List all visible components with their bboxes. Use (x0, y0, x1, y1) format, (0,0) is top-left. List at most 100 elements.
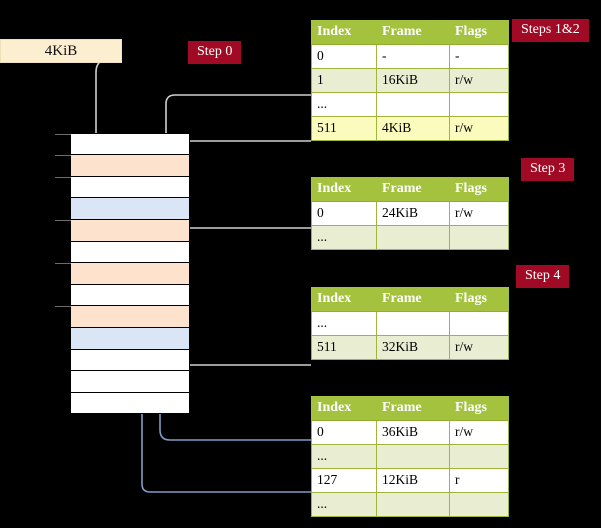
column-header-frame: Frame (376, 287, 450, 312)
memory-tick (55, 134, 71, 135)
cell-index: ... (311, 311, 377, 336)
cell-index: 0 (311, 420, 377, 445)
cell-index: ... (311, 492, 377, 517)
table-row: ... (311, 492, 509, 517)
table-header-row: Index Frame Flags (311, 177, 509, 202)
cell-flags: - (449, 44, 509, 69)
memory-row (71, 155, 189, 177)
table-row: 511 4KiB r/w (311, 116, 509, 141)
table-row: ... (311, 225, 509, 250)
memory-tick (55, 263, 71, 264)
table-row: 0 - - (311, 44, 509, 69)
column-header-frame: Frame (376, 20, 450, 45)
badge-step-0: Step 0 (188, 41, 242, 64)
cell-frame (376, 225, 450, 250)
wire-l2-511-to-memory (172, 314, 311, 366)
page-table-level4: Index Frame Flags 0 - - 1 16KiB r/w ... (311, 20, 509, 141)
memory-tick (55, 155, 71, 156)
cell-flags: r/w (449, 116, 509, 141)
cell-flags: r/w (449, 68, 509, 93)
column-header-frame: Frame (376, 396, 450, 421)
cell-flags: r (449, 468, 509, 493)
cell-flags (449, 92, 509, 117)
column-header-index: Index (311, 396, 377, 421)
cell-index: 1 (311, 68, 377, 93)
column-header-flags: Flags (449, 177, 509, 202)
cell-index: ... (311, 225, 377, 250)
table-row: 511 32KiB r/w (311, 335, 509, 360)
cell-frame: 32KiB (376, 335, 450, 360)
cell-frame: 24KiB (376, 201, 450, 226)
page-table-level3: Index Frame Flags 0 24KiB r/w ... (311, 177, 509, 250)
physical-memory-strip (55, 133, 190, 414)
memory-row (71, 134, 189, 155)
cell-frame (376, 92, 450, 117)
cell-frame: 36KiB (376, 420, 450, 445)
badge-step-0-label: Step 0 (197, 44, 233, 59)
memory-row (71, 306, 189, 328)
wire-l3-0-to-memory (179, 227, 311, 256)
memory-row (71, 350, 189, 371)
cell-index: 0 (311, 44, 377, 69)
table-row: 0 36KiB r/w (311, 420, 509, 445)
cell-frame (376, 444, 450, 469)
cell-flags (449, 492, 509, 517)
table-row: 1 16KiB r/w (311, 68, 509, 93)
table-header-row: Index Frame Flags (311, 396, 509, 421)
column-header-index: Index (311, 287, 377, 312)
cell-flags: r/w (449, 201, 509, 226)
column-header-flags: Flags (449, 287, 509, 312)
column-header-frame: Frame (376, 177, 450, 202)
cell-frame: - (376, 44, 450, 69)
table-row: 127 12KiB r (311, 468, 509, 493)
cell-frame: 16KiB (376, 68, 450, 93)
table-row: ... (311, 311, 509, 336)
cell-index: ... (311, 92, 377, 117)
table-header-row: Index Frame Flags (311, 20, 509, 45)
cell-index: 0 (311, 201, 377, 226)
badge-steps-1-2-label: Steps 1&2 (521, 22, 580, 37)
cell-flags (449, 225, 509, 250)
memory-row (71, 263, 189, 285)
page-size-label: 4KiB (0, 39, 122, 63)
memory-row (71, 220, 189, 242)
cell-index: 127 (311, 468, 377, 493)
badge-step-3: Step 3 (521, 158, 575, 181)
badge-step-4-label: Step 4 (525, 268, 561, 283)
badge-steps-1-2: Steps 1&2 (512, 19, 589, 42)
memory-row (71, 198, 189, 220)
page-table-level1: Index Frame Flags 0 36KiB r/w ... 127 12… (311, 396, 509, 517)
cell-index: ... (311, 444, 377, 469)
memory-tick (55, 306, 71, 307)
memory-row (71, 177, 189, 198)
column-header-index: Index (311, 177, 377, 202)
cell-flags (449, 311, 509, 336)
cell-frame: 4KiB (376, 116, 450, 141)
cell-index: 511 (311, 335, 377, 360)
memory-row (71, 285, 189, 306)
cell-index: 511 (311, 116, 377, 141)
cell-frame (376, 311, 450, 336)
cell-flags: r/w (449, 420, 509, 445)
table-row: 0 24KiB r/w (311, 201, 509, 226)
cell-flags (449, 444, 509, 469)
table-row: ... (311, 92, 509, 117)
badge-step-4: Step 4 (516, 265, 570, 288)
cell-frame (376, 492, 450, 517)
column-header-flags: Flags (449, 20, 509, 45)
memory-tick (55, 177, 71, 178)
column-header-flags: Flags (449, 396, 509, 421)
cell-frame: 12KiB (376, 468, 450, 493)
memory-row (71, 393, 189, 413)
table-row: ... (311, 444, 509, 469)
memory-row (71, 328, 189, 350)
page-size-label-text: 4KiB (44, 43, 78, 59)
table-header-row: Index Frame Flags (311, 287, 509, 312)
badge-step-3-label: Step 3 (530, 161, 566, 176)
memory-tick (55, 220, 71, 221)
cell-flags: r/w (449, 335, 509, 360)
memory-row (71, 371, 189, 393)
column-header-index: Index (311, 20, 377, 45)
page-table-level2: Index Frame Flags ... 511 32KiB r/w (311, 287, 509, 360)
